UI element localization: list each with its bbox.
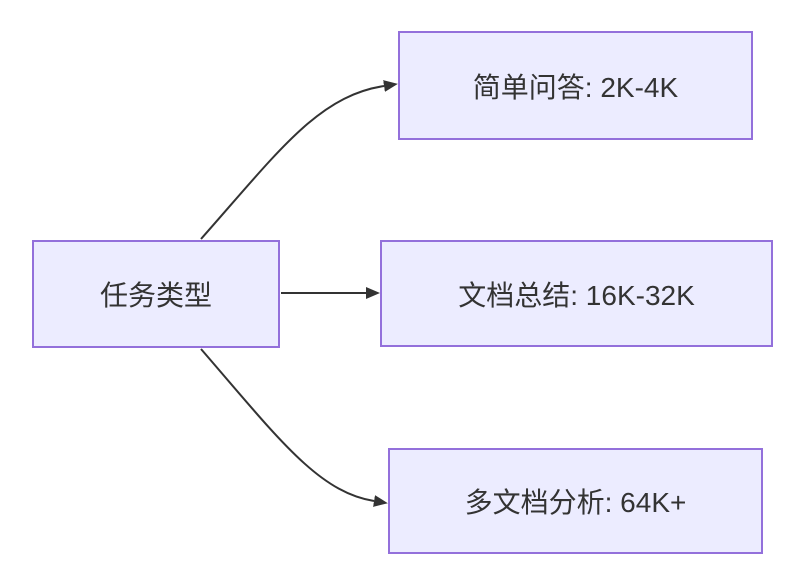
node-simple-qa-label: 简单问答: 2K-4K <box>472 71 679 103</box>
node-multi-doc-analysis-label: 多文档分析: 64K+ <box>464 487 687 518</box>
node-task-type-label: 任务类型 <box>99 280 212 311</box>
node-doc-summary-label: 文档总结: 16K-32K <box>458 279 695 311</box>
node-simple-qa: 简单问答: 2K-4K <box>398 31 753 140</box>
edge-root-to-branch1 <box>200 80 398 240</box>
node-multi-doc-analysis: 多文档分析: 64K+ <box>388 448 763 554</box>
node-doc-summary: 文档总结: 16K-32K <box>380 240 773 347</box>
node-task-type: 任务类型 <box>32 240 280 348</box>
edge-root-to-branch3 <box>200 348 388 507</box>
